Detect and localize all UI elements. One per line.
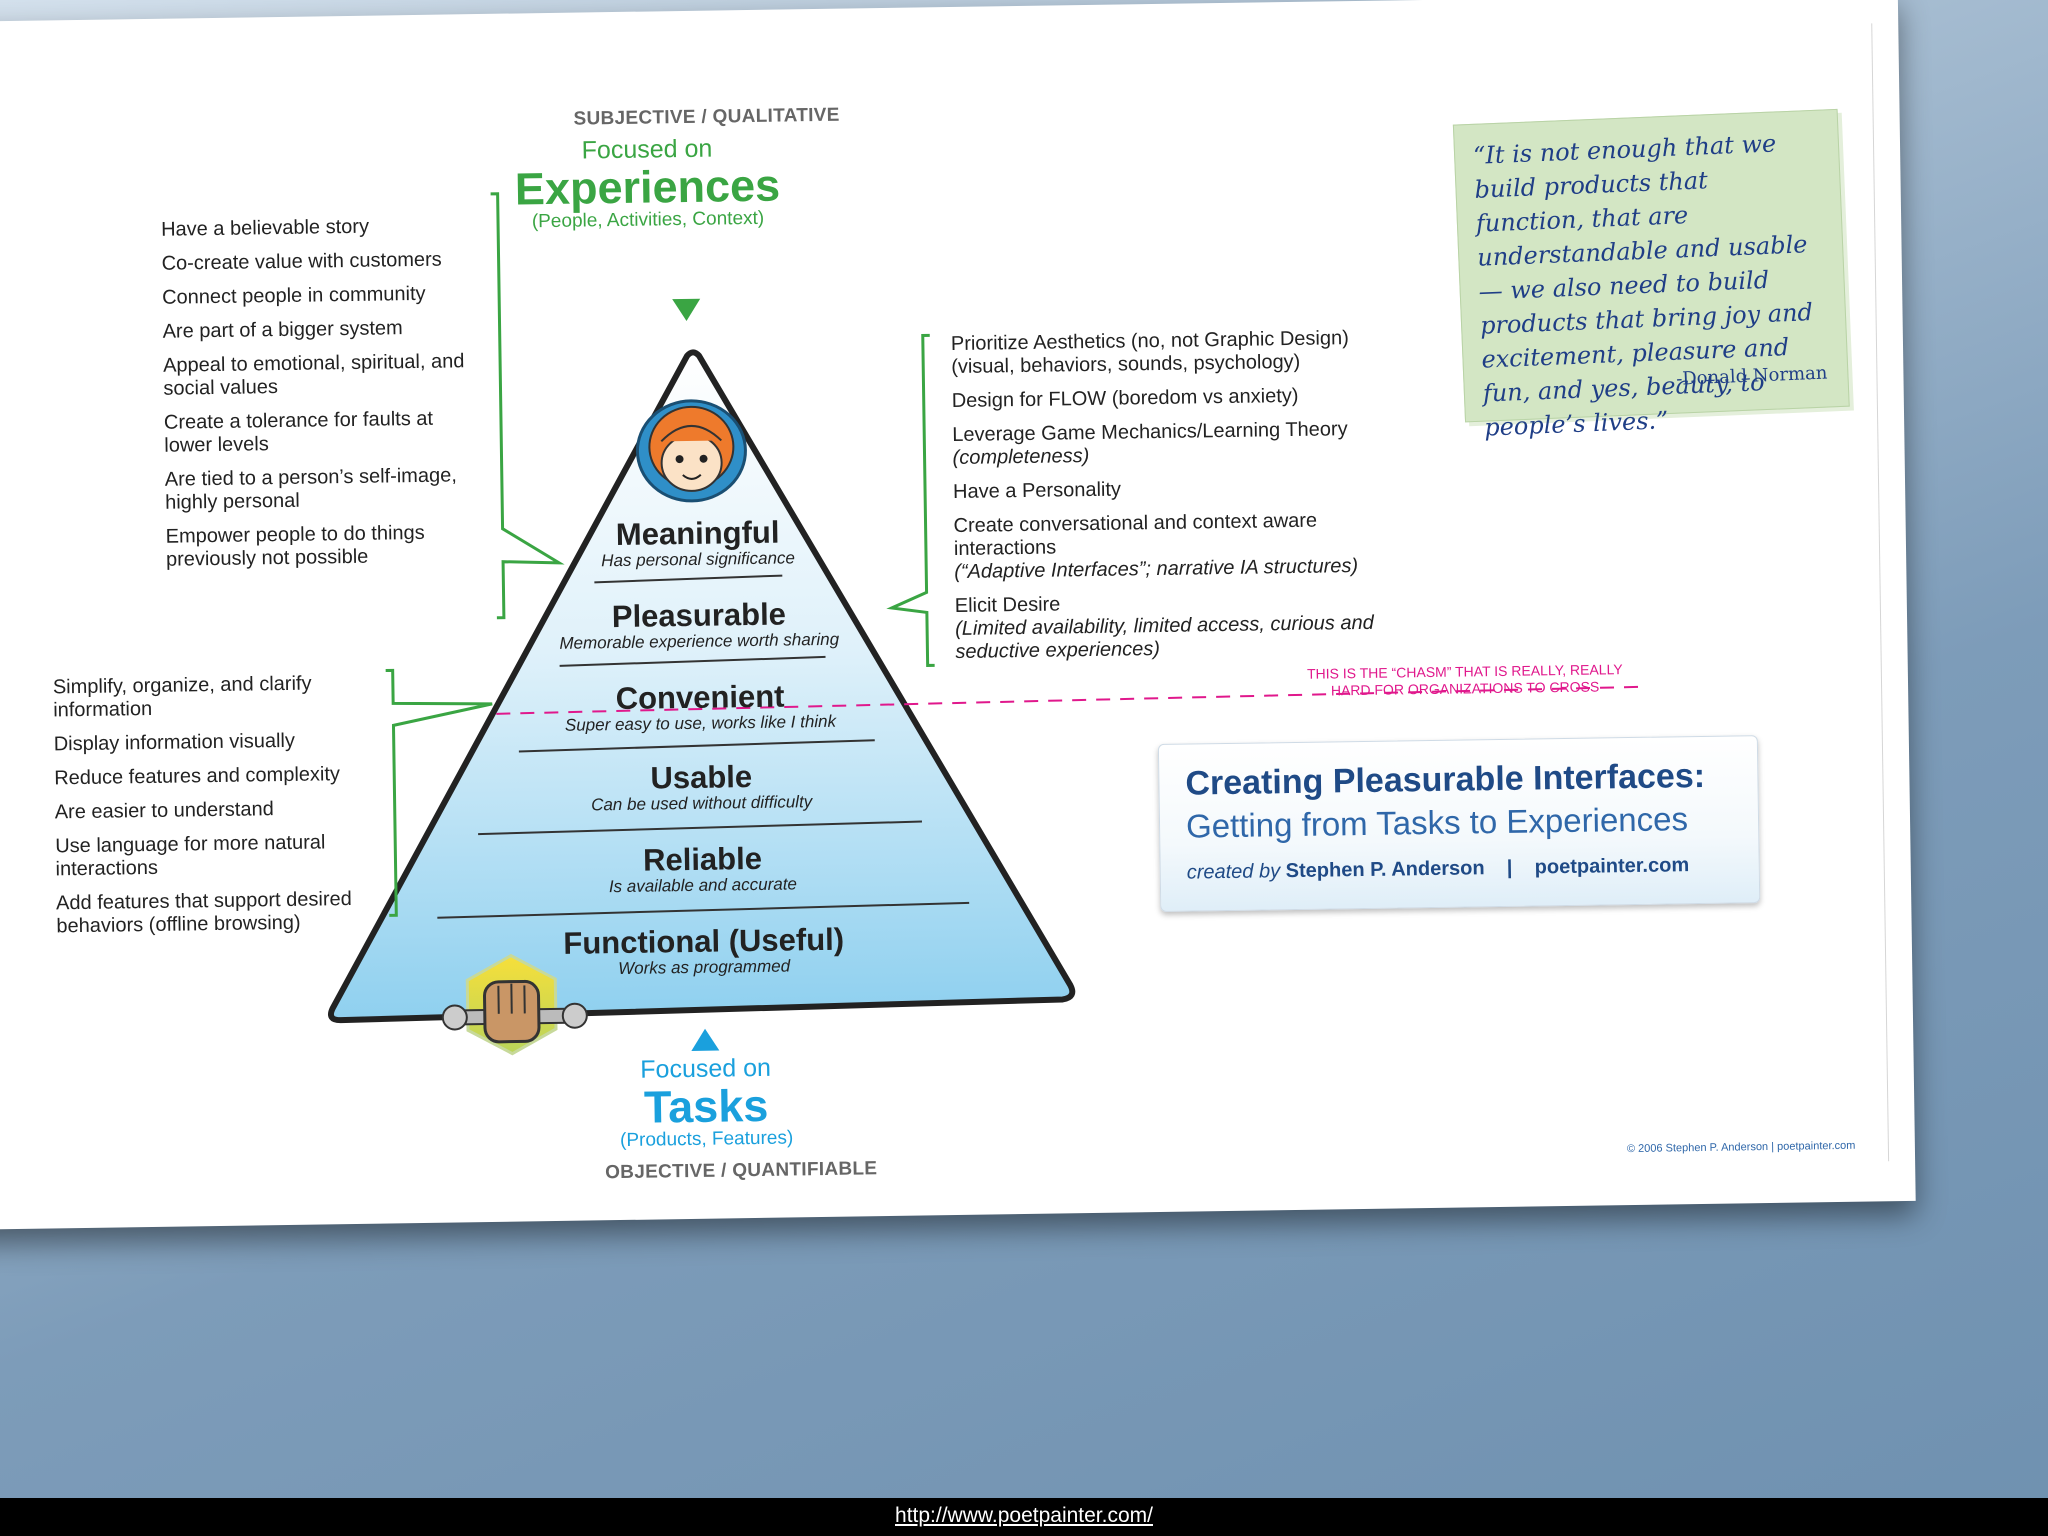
list-item: Have a Personality bbox=[952, 478, 1122, 504]
list-item: Create conversational and context aware … bbox=[953, 509, 1359, 584]
girl-face-icon bbox=[635, 399, 747, 503]
level-reliable: Reliable Is available and accurate bbox=[512, 840, 893, 898]
convenient-list: Simplify, organize, and clarify informat… bbox=[53, 672, 357, 949]
pleasurable-bracket bbox=[886, 333, 935, 667]
meaningful-list: Have a believable story Co-create value … bbox=[161, 214, 486, 583]
footer-bar: http://www.poetpainter.com/ bbox=[0, 1498, 2048, 1536]
meaningful-bracket bbox=[490, 192, 565, 620]
list-item: Use language for more natural interactio… bbox=[55, 831, 326, 881]
pyramid-shape bbox=[328, 349, 1076, 1024]
list-item: Prioritize Aesthetics (no, not Graphic D… bbox=[950, 327, 1349, 379]
site-name: poetpainter.com bbox=[1534, 854, 1690, 879]
list-item: Design for FLOW (boredom vs anxiety) bbox=[951, 384, 1299, 413]
list-item: Create a tolerance for faults at lower l… bbox=[163, 407, 434, 457]
convenient-bracket bbox=[385, 668, 493, 917]
chasm-label: THIS IS THE “CHASM” THAT IS REALLY, REAL… bbox=[1306, 661, 1623, 699]
title-line-2: Getting from Tasks to Experiences bbox=[1185, 800, 1689, 845]
list-item: Empower people to do things previously n… bbox=[165, 521, 425, 571]
title-card: Creating Pleasurable Interfaces: Getting… bbox=[1157, 735, 1761, 912]
level-name: Meaningful bbox=[615, 514, 780, 553]
title-line-1: Creating Pleasurable Interfaces: bbox=[1185, 756, 1706, 803]
divider-4 bbox=[478, 820, 922, 836]
list-item: Are easier to understand bbox=[54, 798, 274, 824]
down-arrow-icon bbox=[672, 298, 701, 321]
list-item: Simplify, organize, and clarify informat… bbox=[52, 672, 312, 722]
level-functional: Functional (Useful) Works as programmed bbox=[513, 922, 894, 980]
divider-5 bbox=[437, 901, 970, 919]
quote-text: “It is not enough that we build products… bbox=[1472, 129, 1814, 442]
level-usable: Usable Can be used without difficulty bbox=[511, 758, 892, 816]
list-item: Leverage Game Mechanics/Learning Theory(… bbox=[952, 418, 1348, 470]
footer-url-link[interactable]: http://www.poetpainter.com/ bbox=[895, 1504, 1153, 1527]
poster: SUBJECTIVE / QUALITATIVE Focused on Expe… bbox=[52, 23, 1890, 1184]
list-item: Are part of a bigger system bbox=[162, 317, 403, 343]
created-by-label: created by bbox=[1186, 860, 1281, 884]
level-name: Reliable bbox=[642, 840, 763, 878]
divider-1 bbox=[594, 574, 783, 584]
credits-separator: | bbox=[1506, 856, 1513, 879]
divider-3 bbox=[518, 739, 875, 753]
title-credits: created by Stephen P. Anderson | poetpai… bbox=[1187, 853, 1733, 884]
level-convenient: Convenient Super easy to use, works like… bbox=[510, 678, 891, 736]
list-item: Are tied to a person’s self-image, highl… bbox=[164, 464, 457, 514]
list-item: Have a believable story bbox=[160, 215, 370, 241]
norman-quote: “It is not enough that we build products… bbox=[1452, 108, 1850, 442]
tasks-subtitle: (Products, Features) bbox=[619, 1127, 794, 1152]
level-pleasurable: Pleasurable Memorable experience worth s… bbox=[509, 596, 890, 654]
list-item: Appeal to emotional, spiritual, and soci… bbox=[162, 350, 465, 400]
up-arrow-icon bbox=[691, 1028, 720, 1051]
list-item: Reduce features and complexity bbox=[54, 763, 341, 790]
level-name: Usable bbox=[650, 759, 753, 796]
tasks-title: Tasks bbox=[643, 1079, 769, 1133]
list-item: Add features that support desired behavi… bbox=[55, 887, 352, 938]
list-item: Connect people in community bbox=[161, 282, 426, 309]
level-meaningful: Meaningful Has personal significance bbox=[547, 515, 848, 572]
quote-author: -Donald Norman bbox=[1675, 362, 1828, 390]
objective-axis-label: OBJECTIVE / QUANTIFIABLE bbox=[604, 1158, 878, 1184]
wrench-fist-icon bbox=[441, 953, 588, 1056]
list-item: Co-create value with customers bbox=[161, 248, 442, 275]
tasks-heading: Focused on Tasks (Products, Features) bbox=[555, 1053, 856, 1153]
author-name: Stephen P. Anderson bbox=[1285, 857, 1485, 883]
pyramid-diagram bbox=[328, 192, 1641, 1056]
list-item: Display information visually bbox=[53, 729, 296, 756]
divider-2 bbox=[559, 655, 826, 667]
pleasurable-list: Prioritize Aesthetics (no, not Graphic D… bbox=[951, 327, 1376, 675]
list-item: Elicit Desire(Limited availability, limi… bbox=[954, 593, 1374, 664]
level-name: Functional (Useful) bbox=[563, 921, 845, 961]
